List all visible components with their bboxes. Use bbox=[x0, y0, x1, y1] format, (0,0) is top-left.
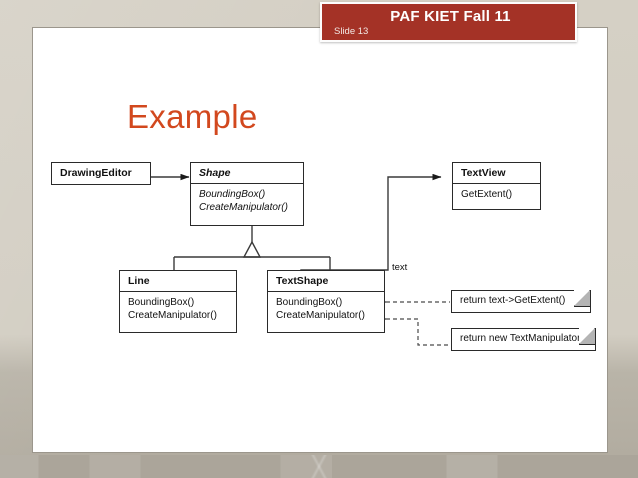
association-role-label: text bbox=[392, 262, 408, 273]
page-title: Example bbox=[127, 98, 258, 135]
uml-class-textview[interactable]: TextView GetExtent() bbox=[452, 162, 541, 210]
uml-operations: BoundingBox() CreateManipulator() bbox=[120, 291, 236, 327]
uml-class-name: TextView bbox=[461, 167, 506, 179]
uml-operation: BoundingBox() bbox=[128, 297, 195, 308]
uml-operations: GetExtent() bbox=[453, 183, 540, 206]
uml-operation: BoundingBox() bbox=[276, 297, 343, 308]
slide-number-label: Slide 13 bbox=[334, 26, 369, 37]
uml-operation: CreateManipulator() bbox=[199, 202, 288, 213]
uml-class-name: Line bbox=[128, 275, 150, 287]
uml-operation: BoundingBox() bbox=[199, 189, 266, 200]
uml-operations: BoundingBox() CreateManipulator() bbox=[268, 291, 384, 327]
note-fold-corner bbox=[579, 328, 595, 345]
uml-class-line[interactable]: Line BoundingBox() CreateManipulator() bbox=[119, 270, 237, 333]
note-fold-corner bbox=[574, 290, 590, 307]
uml-class-name: DrawingEditor bbox=[60, 167, 132, 179]
uml-note-text: return text->GetExtent() bbox=[460, 295, 566, 306]
uml-note-create-manipulator[interactable]: return new TextManipulator bbox=[451, 328, 596, 351]
uml-note-bounding-box[interactable]: return text->GetExtent() bbox=[451, 290, 591, 313]
uml-class-textshape[interactable]: TextShape BoundingBox() CreateManipulato… bbox=[267, 270, 385, 333]
slide-header-banner: PAF KIET Fall 11 Slide 13 bbox=[320, 2, 577, 42]
uml-operations: BoundingBox() CreateManipulator() bbox=[191, 183, 303, 219]
slide-canvas: Example DrawingEditor Shape BoundingBox(… bbox=[32, 27, 608, 453]
banner-title: PAF KIET Fall 11 bbox=[390, 8, 511, 25]
uml-class-drawingeditor[interactable]: DrawingEditor bbox=[51, 162, 151, 185]
uml-note-text: return new TextManipulator bbox=[460, 333, 581, 344]
uml-class-name: TextShape bbox=[276, 275, 329, 287]
uml-operation: CreateManipulator() bbox=[276, 310, 365, 321]
uml-operation: GetExtent() bbox=[461, 189, 513, 200]
uml-operation: CreateManipulator() bbox=[128, 310, 217, 321]
uml-class-name: Shape bbox=[199, 167, 231, 179]
uml-class-shape[interactable]: Shape BoundingBox() CreateManipulator() bbox=[190, 162, 304, 226]
